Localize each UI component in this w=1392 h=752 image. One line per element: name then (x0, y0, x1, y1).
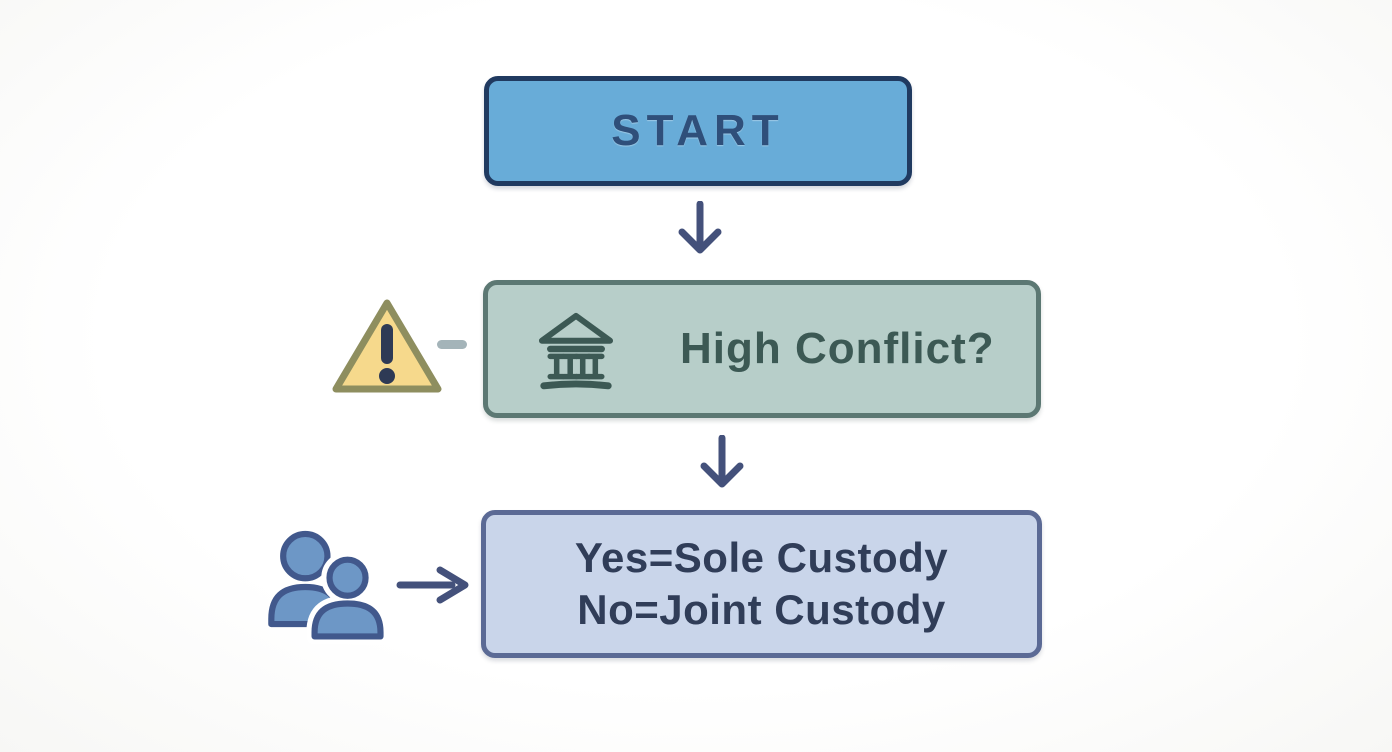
bank-icon (538, 312, 614, 390)
decision-node-label: High Conflict? (680, 324, 995, 373)
outcome-line-yes: Yes=Sole Custody (574, 533, 949, 581)
outcome-node: Yes=Sole Custody No=Joint Custody (481, 510, 1042, 658)
decision-node: High Conflict? (483, 280, 1041, 418)
people-icon (268, 530, 389, 645)
warning-triangle-icon (332, 299, 442, 393)
start-node: START (484, 76, 912, 186)
arrow-down-icon (678, 201, 722, 254)
dash-connector (437, 340, 467, 349)
outcome-line-no: No=Joint Custody (577, 586, 946, 633)
arrow-right-icon (396, 566, 469, 604)
arrow-down-icon (700, 435, 744, 488)
start-node-label: START (611, 106, 785, 155)
